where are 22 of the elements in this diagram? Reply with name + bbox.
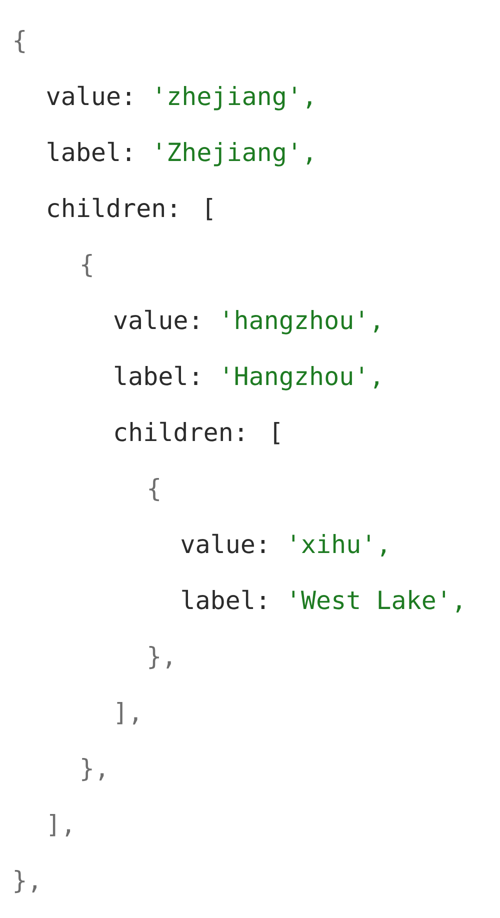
code-string: 'Zhejiang', [158,142,312,166]
code-bracket: }, [149,646,171,670]
code-key: children: [ [48,198,212,220]
code-bracket: }, [82,758,104,782]
code-string: 'Hangzhou', [225,366,378,390]
code-bracket: }, [14,870,36,894]
code-key: label: [48,142,130,162]
code-key: label: [182,590,264,610]
code-string: 'hangzhou', [225,310,378,334]
code-bracket: { [149,478,159,502]
code-string: 'zhejiang', [158,86,312,110]
code-key: value: [181,534,264,554]
code-string: 'West Lake', [292,590,461,612]
code-key: children: [ [115,422,280,444]
code-bracket: { [82,254,92,278]
code-string: 'xihu', [292,534,386,556]
code-bracket: ], [50,814,70,836]
code-key: value: [114,310,198,330]
code-key: label: [114,366,198,386]
code-bracket: ], [117,702,138,724]
code-bracket: { [14,30,25,54]
code-key: value: [47,86,130,106]
